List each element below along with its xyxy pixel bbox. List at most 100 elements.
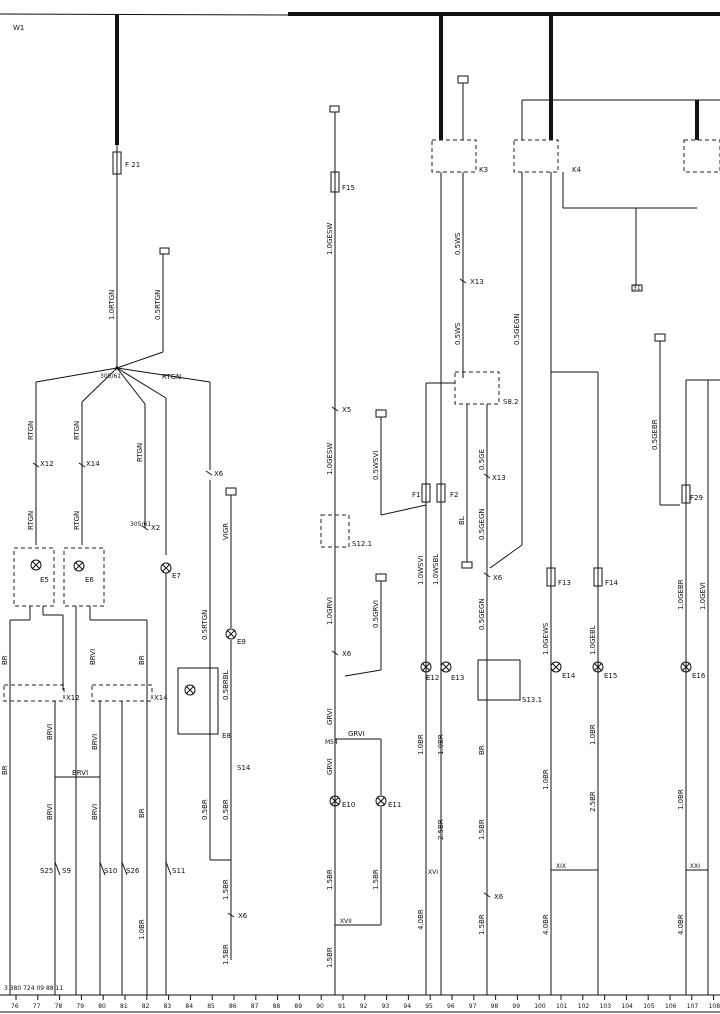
column-number: 91 [338, 1003, 346, 1010]
switch-s26-contact [121, 861, 128, 876]
fuse-f2 [436, 483, 446, 503]
fuse-f1 [421, 483, 431, 503]
column-number: 101 [556, 1003, 568, 1010]
sheet-label: W1 [13, 24, 24, 32]
fuse-label: F14 [605, 579, 618, 587]
wire-label: RTGN [27, 511, 35, 530]
wire-label: 0.5BRBL [222, 670, 230, 700]
terminal-box [329, 105, 340, 113]
connector-label: X2 [151, 524, 160, 532]
lamp-e13-icon [440, 661, 452, 673]
column-number: 79 [76, 1003, 84, 1010]
wire-label: 1.0BR [138, 919, 146, 940]
wire-label: BR [1, 765, 9, 775]
wire-label: BRVI [89, 649, 97, 665]
terminal-box [654, 333, 666, 342]
wire-label: 1.5BR [372, 869, 380, 890]
switch-label: S10 [104, 867, 117, 875]
wire-label: 0.5GEBR [651, 419, 659, 450]
wire-label: RTGN [136, 443, 144, 462]
lamp-e6-icon [73, 560, 85, 572]
lamp-label: E7 [172, 572, 181, 580]
wire-label: 1.0GEBR [677, 579, 685, 610]
wire-label: 0.5GE [478, 449, 486, 470]
wire-label: RTGN [73, 511, 81, 530]
column-number: 77 [33, 1003, 41, 1010]
fuse-f13 [546, 567, 556, 587]
lamp-e9-icon [225, 628, 237, 640]
lamp-label: E11 [388, 801, 401, 809]
lamp-e12-icon [420, 661, 432, 673]
wire-label: 1.5BR [222, 944, 230, 965]
fuse-label: F2 [450, 491, 458, 499]
wire-label: 2.5BR [589, 791, 597, 812]
node-ref: XIX [556, 863, 566, 870]
switch-label: S8.2 [503, 398, 519, 406]
wire-label: GRVI [326, 708, 334, 725]
wire-label: 1.0GESW [326, 223, 334, 255]
connector-label: X6 [493, 574, 503, 582]
column-number: 94 [403, 1003, 411, 1010]
wire-label: BL [458, 516, 466, 525]
wire-label: 1.0BR [417, 734, 425, 755]
lamp-label: E9 [237, 638, 246, 646]
wire-label: VIGR [222, 523, 230, 540]
lamp-e5-icon [30, 559, 42, 571]
column-number: 78 [55, 1003, 63, 1010]
wire-label: RTGN [27, 421, 35, 440]
lamp-e14-icon [550, 661, 562, 673]
wire-label: 1.0GEBL [589, 625, 597, 655]
wire-label: BRVI [46, 804, 54, 820]
column-number: 105 [643, 1003, 655, 1010]
fuse-f15 [330, 171, 340, 193]
lamp-label: E15 [604, 672, 617, 680]
connector-label: X13 [492, 474, 506, 482]
wire-label: 1.5BR [222, 879, 230, 900]
node-ref: 31 [633, 285, 641, 292]
right-section: K3 0.5WS X13 0.5WS S8.2 BL 0.5GE X13 0.5… [372, 75, 720, 995]
wire-label: 1.0BR [677, 789, 685, 810]
connector-label: X13 [470, 278, 484, 286]
relay-k-right [683, 139, 720, 173]
lamp-label: E12 [426, 674, 439, 682]
switch-label: S11 [172, 867, 185, 875]
wire-label: BR [1, 655, 9, 665]
fuse-label: F29 [690, 494, 703, 502]
fuse-label: F1 [412, 491, 420, 499]
lamp-e15-icon [592, 661, 604, 673]
column-number: 97 [469, 1003, 477, 1010]
switch-box-s13-1 [477, 659, 521, 701]
column-number: 102 [578, 1003, 590, 1010]
wire-label: BRVI [46, 724, 54, 740]
wire-label: 1.5BR [478, 819, 486, 840]
column-number: 81 [120, 1003, 128, 1010]
connector-box-x14 [91, 684, 153, 702]
switch-label: S25 [40, 867, 53, 875]
terminal-box [225, 487, 237, 496]
wire-label: 2.5BR [437, 819, 445, 840]
column-number: 106 [665, 1003, 677, 1010]
wire-label: 1.0WSBL [432, 554, 440, 585]
wire-label: RTGN [73, 421, 81, 440]
column-number: 84 [185, 1003, 193, 1010]
node-ref: 305/61 [100, 373, 121, 380]
switch-label: S12.1 [352, 540, 372, 548]
connector-label: X6 [342, 650, 352, 658]
switch-s9-contact [54, 861, 61, 876]
switch-label: S9 [62, 867, 71, 875]
connector-label: E8 [222, 732, 231, 740]
wire-label: 0.5GRVI [372, 600, 380, 628]
switch-label: S26 [126, 867, 140, 875]
fuse-f21-label: F 21 [125, 161, 140, 169]
wire-label: 0.5GEGN [478, 508, 486, 540]
fuse-f21 [112, 151, 122, 175]
wire-label: BR [478, 745, 486, 755]
wire-label: 0.5RTGN [201, 610, 209, 640]
column-number: 87 [251, 1003, 259, 1010]
terminal-box [631, 284, 643, 292]
column-number: 104 [621, 1003, 633, 1010]
lamp-label: E13 [451, 674, 464, 682]
fuse-f14 [593, 567, 603, 587]
column-number: 95 [425, 1003, 433, 1010]
